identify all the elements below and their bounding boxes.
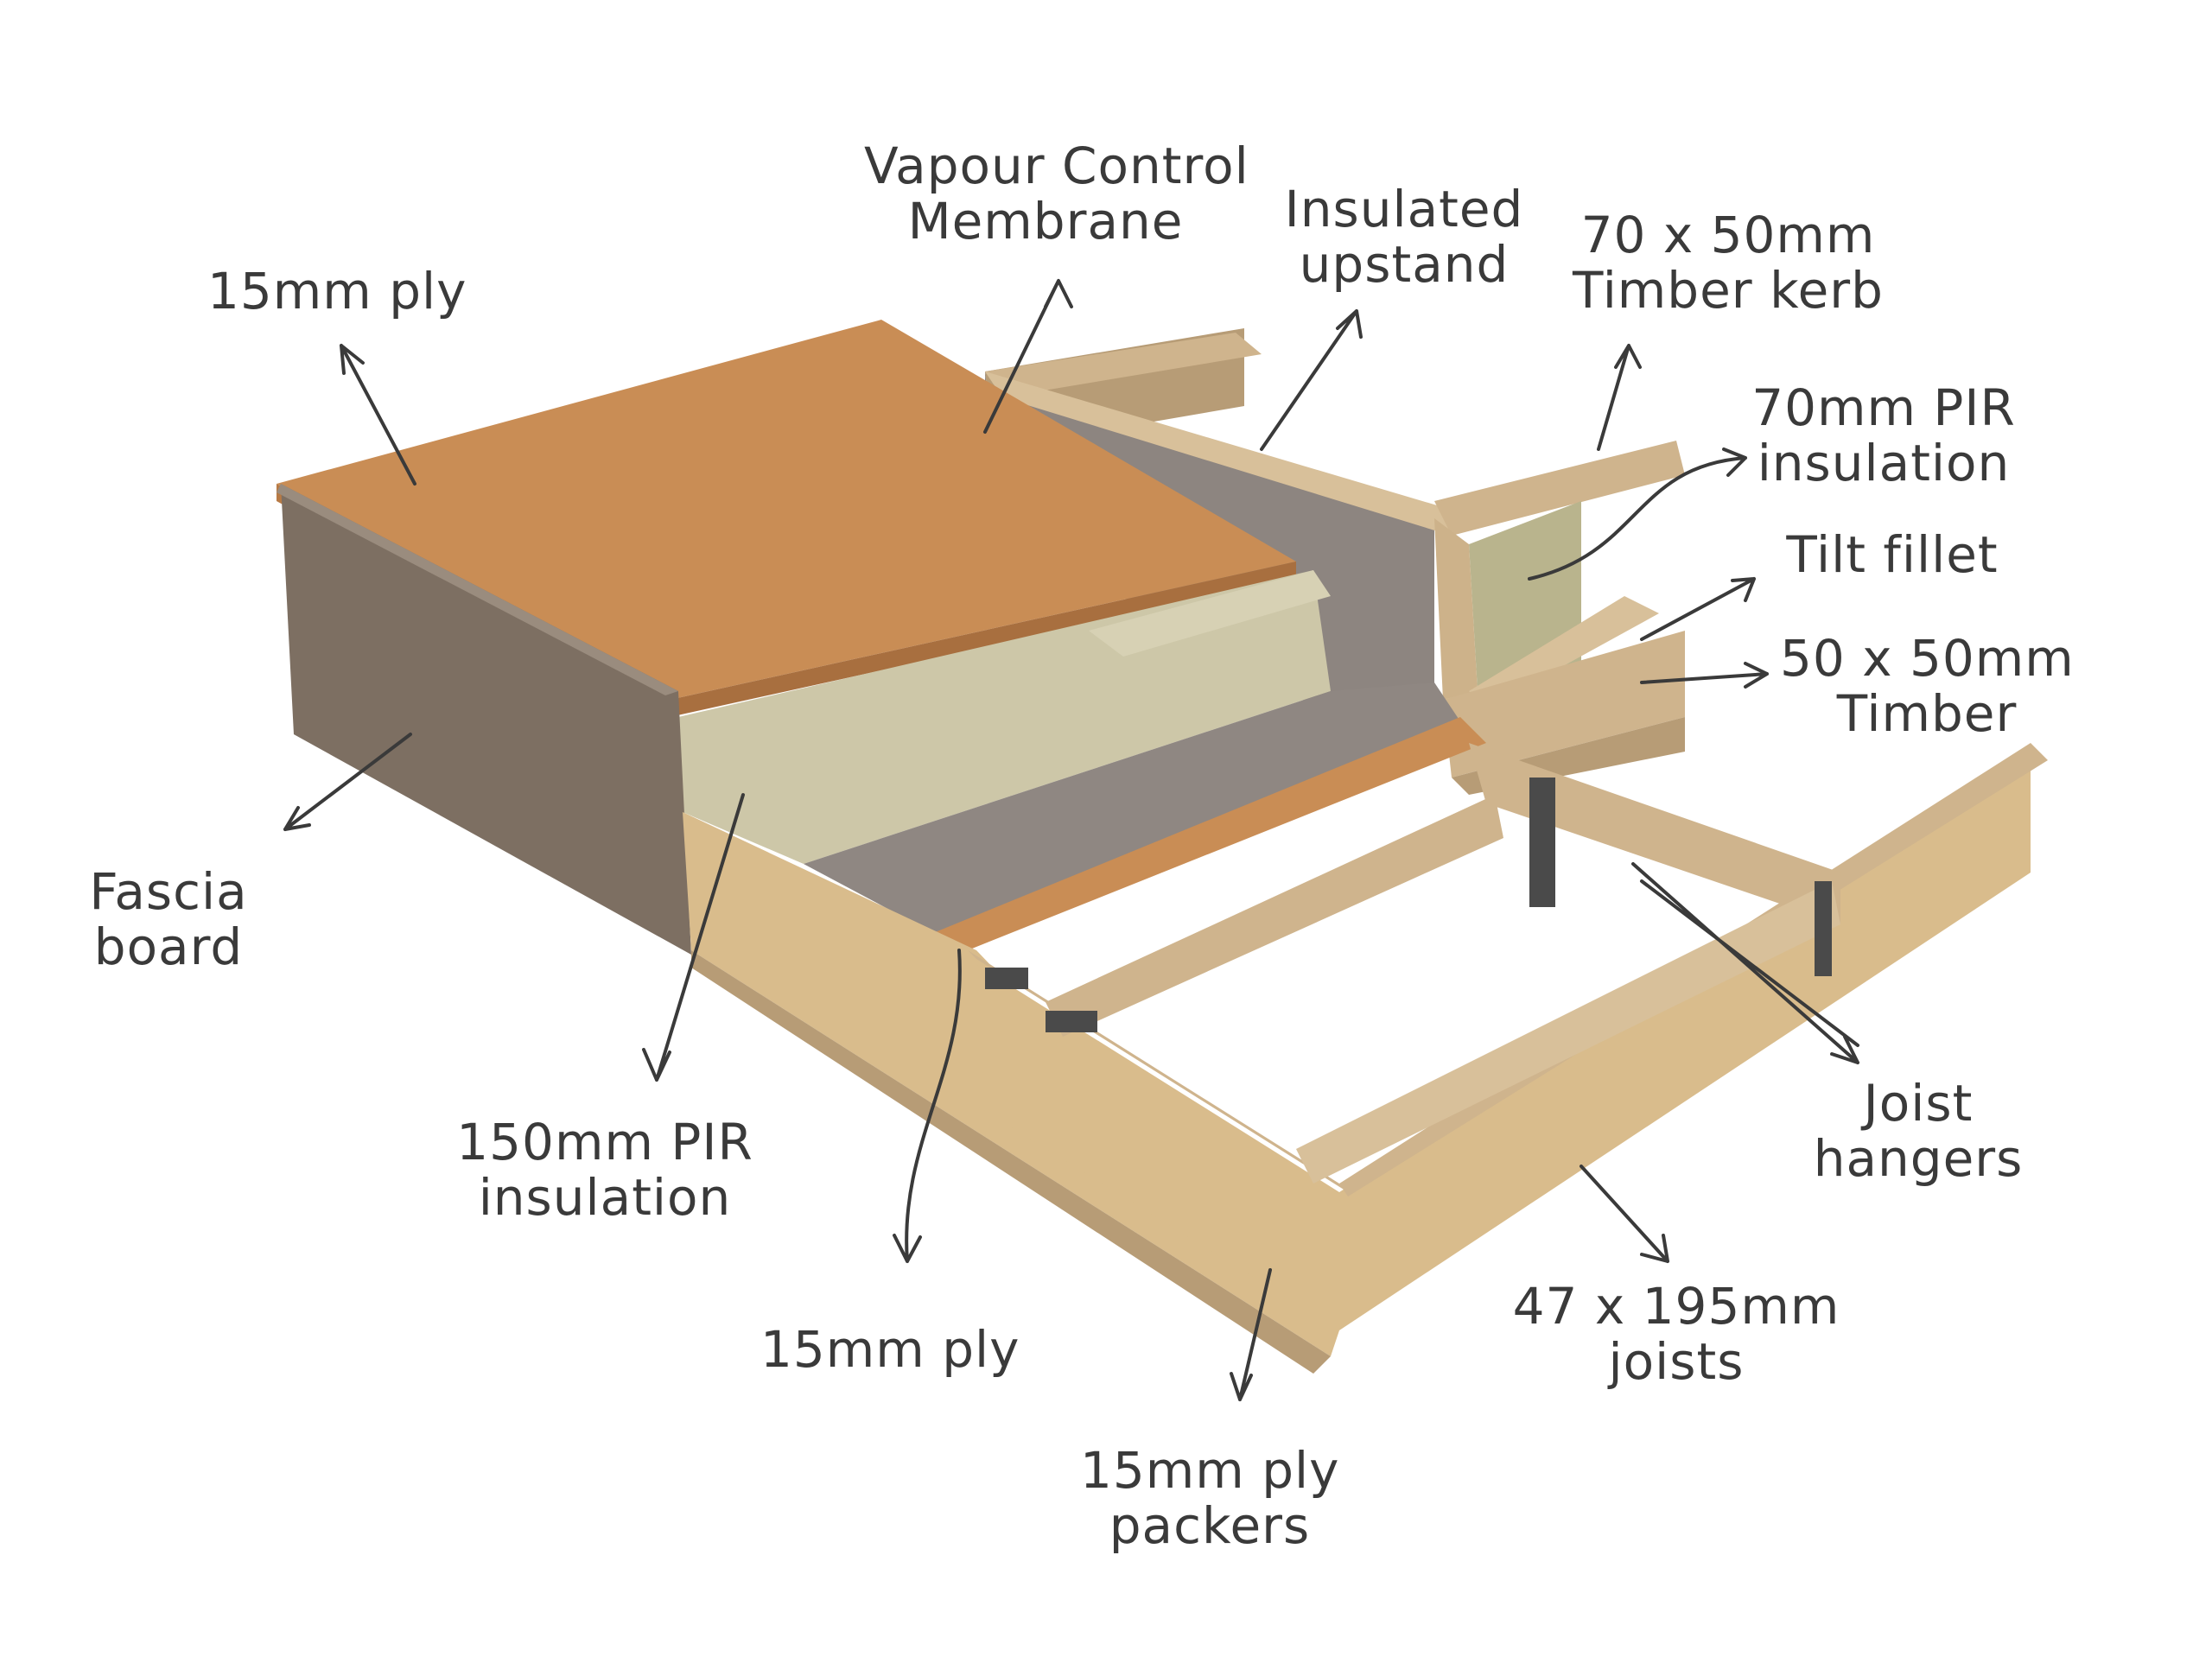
label-tilt-fillet: Tilt fillet	[1763, 527, 2022, 582]
label-line: insulation	[1757, 434, 2011, 492]
label-line: 70 x 50mm	[1580, 206, 1876, 264]
timber-kerb-right-rail	[1434, 441, 1685, 536]
label-insulated-upstand: Insulated upstand	[1274, 181, 1534, 292]
lower-plywood-strip	[933, 717, 1486, 950]
label-joist-hangers: Joist hangers	[1797, 1076, 2039, 1186]
label-line: insulation	[478, 1168, 732, 1227]
label-line: 15mm ply	[207, 262, 467, 321]
arrow-pir70	[1528, 447, 1747, 581]
label-line: 15mm ply	[1080, 1441, 1340, 1500]
label-vapour-control-membrane: Vapour Control Membrane	[864, 136, 1249, 251]
label-line: board	[93, 917, 244, 976]
joist-front-rail	[968, 959, 1339, 1330]
label-line: Timber	[1836, 684, 2018, 743]
fascia-board-face	[281, 484, 691, 955]
joist-right-outer	[1339, 752, 2031, 1330]
label-fascia-board: Fascia board	[69, 864, 268, 974]
arrow-joist-hangers	[1631, 862, 1859, 1064]
timber-kerb-back-rail	[985, 333, 1262, 397]
arrow-pir150	[642, 793, 745, 1082]
arrow-upstand	[1260, 309, 1363, 451]
arrow-ply-middle	[893, 949, 962, 1263]
label-line: Joist	[1863, 1074, 1974, 1133]
label-line: packers	[1109, 1496, 1311, 1555]
arrow-fascia	[283, 733, 412, 831]
upstand-timber-front	[1434, 518, 1478, 700]
joist-hanger-2	[985, 968, 1028, 989]
joist-inner-left	[1046, 795, 1503, 1037]
label-line: 70mm PIR	[1751, 378, 2016, 437]
label-line: 50 x 50mm	[1780, 629, 2075, 688]
joist-hanger-1	[1529, 778, 1555, 907]
label-line: 15mm ply	[760, 1320, 1020, 1379]
label-line: Vapour Control	[864, 136, 1249, 195]
joist-inner-right	[1296, 881, 1840, 1184]
label-line: Timber kerb	[1573, 261, 1884, 320]
label-timber-50: 50 x 50mm Timber	[1780, 631, 2074, 741]
label-line: Insulated	[1284, 180, 1524, 238]
arrow-kerb	[1597, 344, 1642, 451]
label-ply-top: 15mm ply	[207, 262, 467, 321]
timber-50-block	[1443, 631, 1685, 778]
label-line: 150mm PIR	[456, 1113, 753, 1171]
label-timber-kerb: 70 x 50mm Timber kerb	[1573, 207, 1884, 318]
label-line: joists	[1608, 1332, 1745, 1391]
label-joists: 47 x 195mm joists	[1512, 1279, 1840, 1389]
label-line: 47 x 195mm	[1512, 1277, 1840, 1336]
label-pir-70: 70mm PIR insulation	[1745, 380, 2022, 491]
top-plywood-right-edge	[670, 562, 1296, 717]
arrow-vcl	[983, 279, 1073, 434]
joist-hanger-4	[1815, 881, 1832, 976]
label-line: Tilt fillet	[1786, 525, 1999, 584]
arrow-timber50	[1640, 662, 1769, 689]
label-line: Fascia	[89, 862, 248, 921]
annotation-arrows	[283, 279, 1859, 1401]
vapour-membrane-lower	[804, 682, 1469, 933]
joist-back-rail	[1469, 743, 1840, 924]
timber-kerb-left-rail	[985, 371, 1452, 536]
label-pir-150: 150mm PIR insulation	[449, 1114, 760, 1225]
arrow-joists	[1580, 1165, 1669, 1263]
label-line: Membrane	[907, 192, 1184, 251]
arrow-packers	[1230, 1268, 1272, 1401]
label-ply-middle: 15mm ply	[760, 1320, 1020, 1379]
top-plywood-deck	[276, 320, 1296, 700]
joist-hanger-3	[1046, 1011, 1097, 1032]
fascia-board-top-edge	[276, 484, 678, 695]
label-line: hangers	[1813, 1129, 2024, 1188]
label-line: upstand	[1299, 235, 1510, 294]
pir-150-top	[1089, 570, 1331, 657]
arrow-ply-top	[340, 344, 416, 486]
label-ply-packers: 15mm ply packers	[1080, 1443, 1339, 1553]
arrow-tilt	[1640, 577, 1756, 641]
osb-edge-beam-shade	[691, 950, 1331, 1374]
